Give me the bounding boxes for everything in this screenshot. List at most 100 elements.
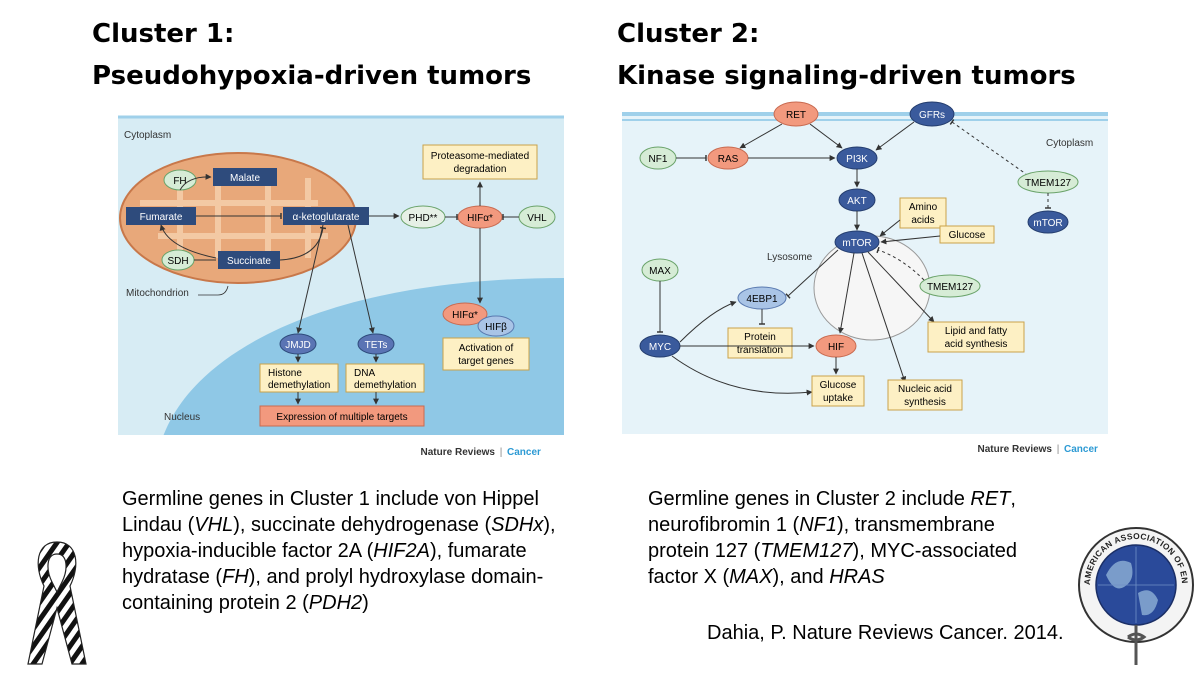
nucleic-label-2: synthesis: [904, 397, 946, 408]
glucose-uptake-box: [811, 375, 865, 407]
ras-label: RAS: [718, 154, 739, 165]
caption-text: ), fumarate hydratase (: [122, 540, 527, 588]
succinate-box: [218, 251, 280, 269]
credit-separator: |: [500, 447, 503, 458]
glucose-uptake-label-1: Glucose: [820, 380, 857, 391]
amino-label-2: acids: [911, 215, 934, 226]
succinate-label: Succinate: [227, 256, 271, 267]
gfrs-label: GFRs: [919, 110, 945, 121]
zebra-ribbon-icon: [22, 536, 92, 668]
gene-symbol: FH: [222, 566, 249, 588]
cluster2-pathway-diagram: Cytoplasm Lysosome RET GFRs NF1 RAS PI3K…: [622, 100, 1108, 460]
cluster2-subheading: Kinase signaling-driven tumors: [617, 61, 1076, 91]
gene-symbol: SDHx: [491, 514, 544, 536]
glucose-label: Glucose: [949, 230, 986, 241]
tets-label: TETs: [365, 340, 388, 351]
histone-box: [259, 363, 339, 393]
ret-label: RET: [786, 110, 806, 121]
cytoplasm-label-2: Cytoplasm: [1046, 138, 1093, 149]
vhl-label: VHL: [527, 213, 547, 224]
glucose-uptake-label-2: uptake: [823, 393, 853, 404]
caption-text: ), and: [772, 566, 830, 588]
caption-text: ), hypoxia-inducible factor 2A (: [122, 514, 556, 562]
ret-node: [773, 101, 819, 127]
gene-symbol: VHL: [194, 514, 234, 536]
amino-acids-box: [899, 197, 947, 229]
credit-journal-2: Nature Reviews: [978, 444, 1053, 455]
mtor-right-node: [1027, 210, 1069, 234]
caption-text: ), transmembrane protein 127 (: [648, 514, 995, 562]
lipid-box: [927, 321, 1025, 353]
expression-box: [259, 405, 425, 427]
cluster1-subheading: Pseudohypoxia-driven tumors: [92, 61, 532, 91]
gene-symbol: TMEM127: [760, 540, 853, 562]
credit-journal: Nature Reviews: [421, 447, 496, 458]
gene-symbol: MAX: [729, 566, 773, 588]
fh-label: FH: [173, 176, 186, 187]
myc-label: MYC: [649, 342, 671, 353]
mtor-label: mTOR: [842, 238, 871, 249]
protein-label-1: Protein: [744, 332, 776, 343]
akt-label: AKT: [847, 196, 866, 207]
histone-label-1: Histone: [268, 368, 302, 379]
caption-text: ), and prolyl hydroxylase domain-contain…: [122, 566, 544, 614]
proteasome-label-2: degradation: [454, 164, 507, 175]
activation-box: [442, 337, 530, 371]
activation-label-2: target genes: [458, 356, 514, 367]
malate-box: [213, 168, 277, 186]
credit-separator-2: |: [1057, 444, 1060, 455]
nf1-label: NF1: [649, 154, 668, 165]
protein-translation-box: [727, 327, 793, 359]
tmem127-top-label: TMEM127: [1025, 178, 1072, 189]
caption-text: ), MYC-associated factor X (: [648, 540, 1018, 588]
akg-box: [283, 207, 369, 225]
hifb-label: HIFβ: [485, 322, 507, 333]
hifa-label: HIFα*: [467, 213, 493, 224]
hifb-node: [477, 315, 515, 337]
gene-symbol: RET: [970, 488, 1011, 510]
dna-box: [345, 363, 425, 393]
gene-symbol: HRAS: [829, 566, 885, 588]
aaes-logo-icon: AMERICAN ASSOCIATION OF ENDOCRINE SURGEO…: [1073, 517, 1196, 671]
expression-label: Expression of multiple targets: [276, 412, 407, 423]
histone-label-2: demethylation: [268, 380, 330, 391]
cytoplasm-label: Cytoplasm: [124, 130, 171, 141]
proteasome-box: [422, 144, 538, 180]
nucleus-label: Nucleus: [164, 412, 200, 423]
akg-label: α-ketoglutarate: [293, 212, 360, 223]
fourebp1-label: 4EBP1: [746, 294, 778, 305]
dna-label-1: DNA: [354, 368, 375, 379]
amino-label-1: Amino: [909, 202, 938, 213]
credit-section: Cancer: [507, 447, 541, 458]
lysosome-label: Lysosome: [767, 252, 813, 263]
sdh-label: SDH: [167, 256, 188, 267]
activation-label-1: Activation of: [459, 343, 514, 354]
proteasome-label-1: Proteasome-mediated: [431, 151, 529, 162]
gene-symbol: HIF2A: [373, 540, 430, 562]
dna-label-2: demethylation: [354, 380, 416, 391]
mtor-right-label: mTOR: [1033, 218, 1062, 229]
lipid-label-2: acid synthesis: [945, 339, 1008, 350]
fumarate-label: Fumarate: [140, 212, 183, 223]
jmjd-label: JMJD: [285, 340, 311, 351]
caption-text: Germline genes in Cluster 2 include: [648, 488, 971, 510]
citation: Dahia, P. Nature Reviews Cancer. 2014.: [707, 622, 1064, 644]
fumarate-box: [126, 207, 196, 225]
cluster2-heading-label: Cluster 2:: [617, 19, 760, 49]
nucleic-label-1: Nucleic acid: [898, 384, 952, 395]
gene-symbol: PDH2: [308, 592, 363, 614]
caption-text: ): [362, 592, 369, 614]
hifa-nuclear-node: [442, 302, 488, 326]
caption-text: , neurofibromin 1 (: [648, 488, 1016, 536]
malate-label: Malate: [230, 173, 260, 184]
hif-label: HIF: [828, 342, 844, 353]
protein-label-2: translation: [737, 345, 783, 356]
mitochondrion-label: Mitochondrion: [126, 288, 189, 299]
cluster1-pathway-diagram: Cytoplasm Nucleus Mitochondrion FH Malat…: [118, 108, 564, 462]
cluster1-heading-label: Cluster 1:: [92, 19, 235, 49]
glucose-box: [939, 225, 995, 244]
cluster2-caption: Germline genes in Cluster 2 include RET,…: [648, 486, 1048, 590]
hifa-nuclear-label: HIFα*: [452, 310, 478, 321]
caption-text: Germline genes in Cluster 1 include von …: [122, 488, 539, 536]
cluster1-caption: Germline genes in Cluster 1 include von …: [122, 486, 566, 616]
